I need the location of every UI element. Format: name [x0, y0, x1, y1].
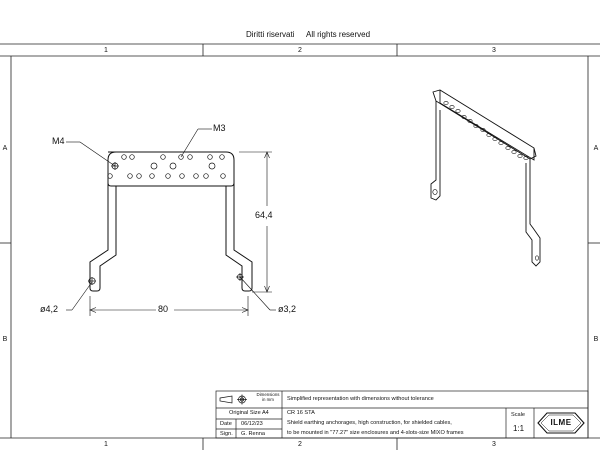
iso-holes [432, 101, 539, 261]
m4-holes [111, 162, 216, 170]
original-size: Original Size A4 [229, 410, 269, 416]
description-line-2: to be mounted in "77.27" size enclosures… [287, 430, 464, 436]
dimension-height: 64,4 [255, 210, 273, 220]
part-code: CR 16 STA [287, 410, 315, 416]
rights-reserved-en: All rights reserved [306, 30, 371, 39]
rights-reserved-it: Diritti riservati [246, 30, 295, 39]
title-block-grid [215, 390, 589, 439]
callout-diameter-4-2: ø4,2 [40, 304, 59, 314]
zone-col-2-bottom: 2 [298, 441, 302, 448]
callout-diameter-3-2: ø3,2 [278, 304, 297, 314]
zone-col-3-bottom: 3 [492, 441, 496, 448]
bracket-front-view [88, 151, 253, 292]
bracket-legs [89, 183, 253, 292]
logo-text: ILME [550, 418, 572, 427]
scale-label: Scale [511, 412, 525, 418]
date-value: 06/12/23 [241, 421, 263, 427]
description-line-1: Shield earthing anchorages, high constru… [287, 420, 452, 426]
zone-col-3-top: 3 [492, 47, 496, 54]
callout-leaders [66, 128, 276, 311]
zone-row-a-right: A [593, 145, 599, 152]
scale-value: 1:1 [513, 424, 525, 433]
callout-m4: M4 [52, 136, 65, 146]
projection-symbol-icon [219, 394, 247, 405]
zone-col-1-top: 1 [104, 47, 108, 54]
sign-label: Sign. [220, 431, 233, 437]
zone-row-b-left: B [2, 336, 8, 343]
m3-holes [107, 154, 226, 179]
representation-note: Simplified representation with dimension… [287, 396, 434, 402]
callout-m3: M3 [213, 123, 226, 133]
zone-row-a-left: A [2, 145, 8, 152]
ilme-logo [537, 412, 585, 434]
sign-value: G. Renna [241, 431, 265, 437]
zone-col-2-top: 2 [298, 47, 302, 54]
sheet-frame [0, 43, 600, 450]
zone-col-1-bottom: 1 [104, 441, 108, 448]
bracket-outline [107, 151, 235, 187]
date-label: Date [220, 421, 232, 427]
zone-row-b-right: B [593, 336, 599, 343]
bracket-isometric-view [430, 89, 541, 267]
leg-holes [88, 273, 244, 285]
dimension-width: 80 [158, 304, 169, 314]
dims-note: Dimensions in mm [256, 392, 280, 402]
dimension-lines [89, 151, 272, 316]
